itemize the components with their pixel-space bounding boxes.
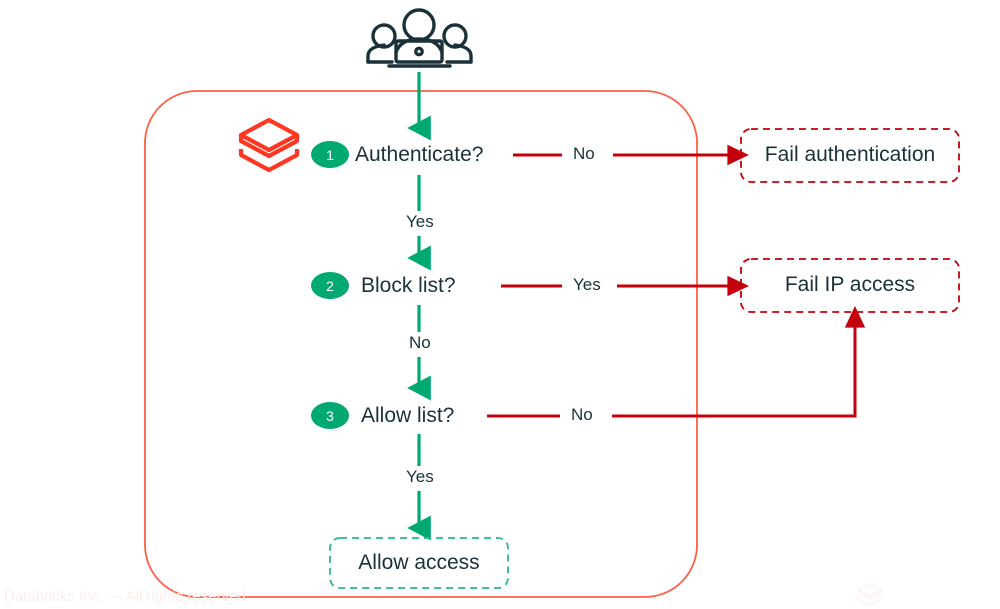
fail-ip-access-box	[740, 258, 960, 313]
decision-label-authenticate: Authenticate?	[355, 143, 484, 166]
databricks-layers-icon	[238, 117, 300, 173]
branch-label-authenticate-no: No	[566, 144, 602, 164]
step-badge-3: 3	[311, 402, 349, 429]
branch-label-allowlist-no: No	[564, 405, 600, 425]
workspace-boundary-rect	[144, 90, 698, 598]
users-laptop-icon	[366, 8, 473, 68]
step-badge-2: 2	[311, 272, 349, 299]
allow-access-box	[329, 537, 509, 589]
fail-authentication-box	[740, 128, 960, 183]
outcome-label-fail-authentication: Fail authentication	[764, 143, 936, 166]
edge-label-authenticate-yes: Yes	[399, 212, 441, 232]
watermark-text: Databricks Inc. — All rights reserved	[4, 588, 246, 605]
branch-label-blocklist-yes: Yes	[566, 275, 608, 295]
decision-label-allow-list: Allow list?	[361, 404, 455, 427]
edge-label-blocklist-no: No	[402, 333, 438, 353]
outcome-label-allow-access: Allow access	[358, 551, 480, 574]
watermark-logo-icon	[857, 583, 883, 606]
decision-label-block-list: Block list?	[361, 274, 456, 297]
outcome-label-fail-ip-access: Fail IP access	[784, 273, 916, 296]
edge-allowlist-no-routed	[612, 305, 866, 418]
edge-label-allowlist-yes: Yes	[399, 467, 441, 487]
step-badge-1: 1	[311, 141, 349, 168]
